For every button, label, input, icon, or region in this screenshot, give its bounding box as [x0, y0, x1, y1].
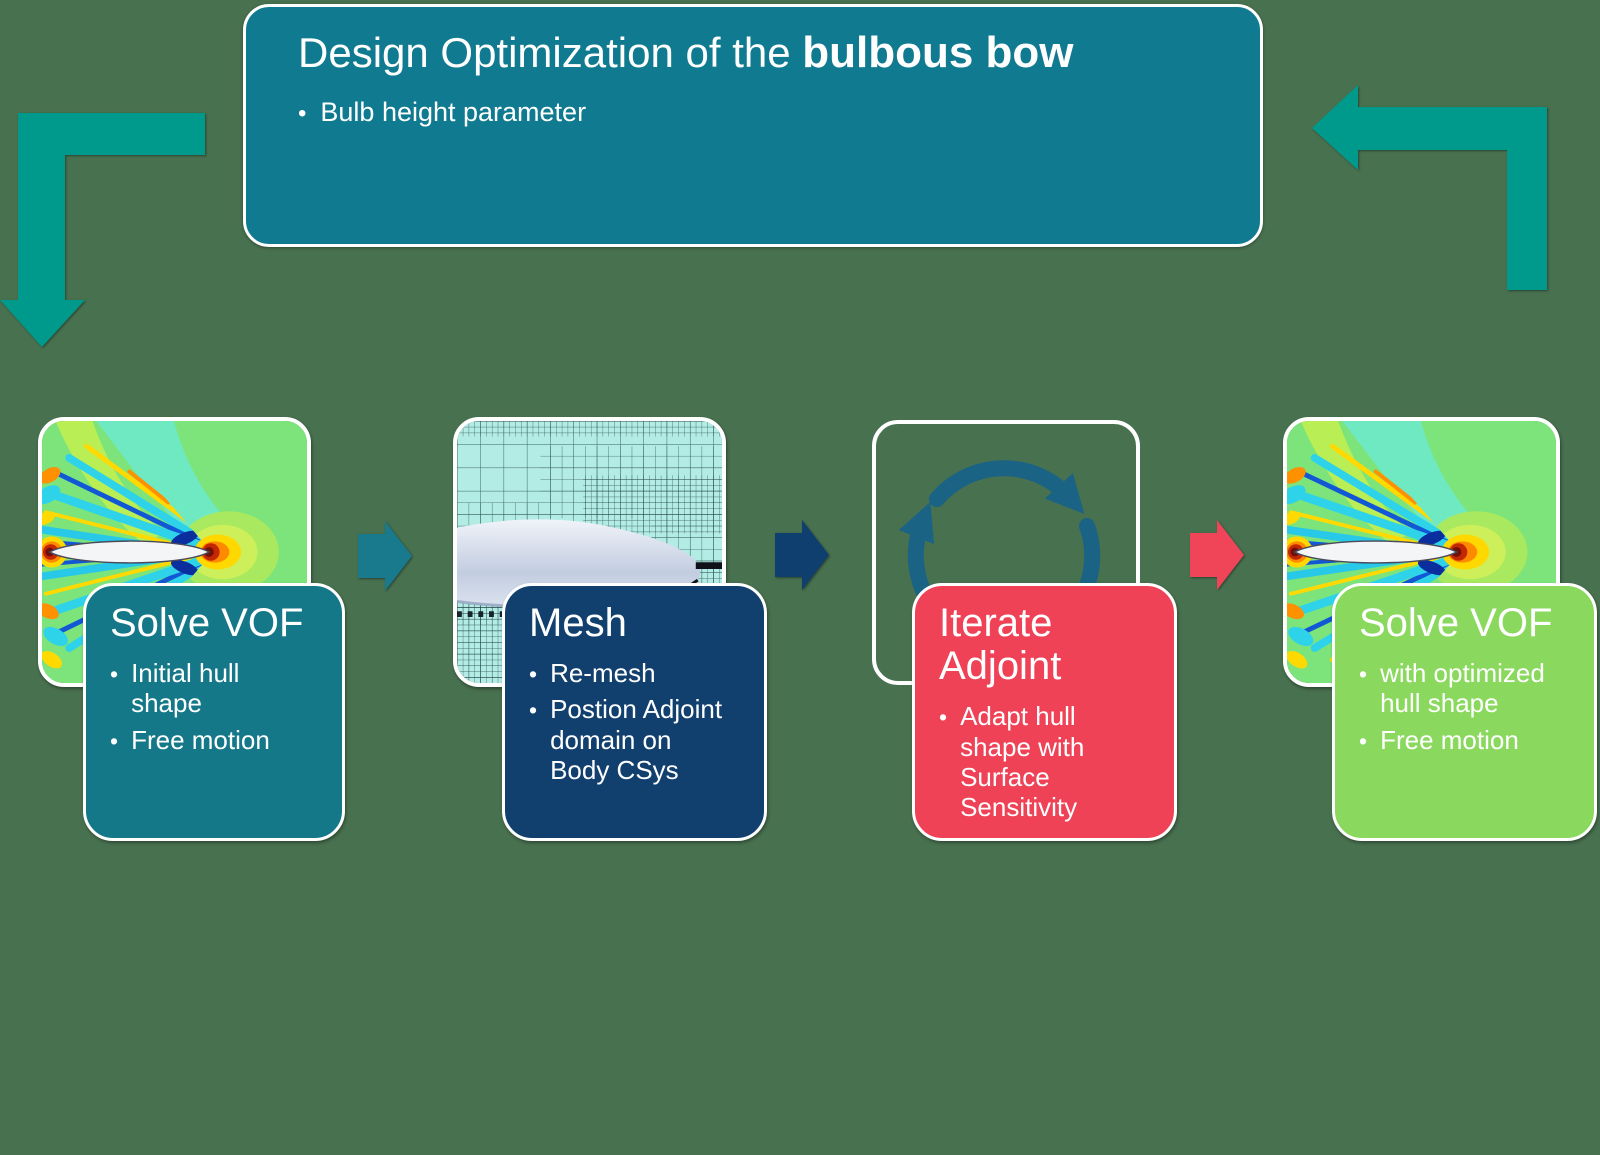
bullet-marker: • [110, 661, 119, 688]
step-bullet-text: Adapt hull shape with Surface Sensitivit… [960, 701, 1085, 822]
step-bullet: • Initial hull shape [110, 658, 326, 718]
step-title: Mesh [529, 601, 627, 645]
step-box-solve-vof: Solve VOF • Initial hull shape • Free mo… [83, 583, 345, 841]
flow-arrow-solve-to-mesh-icon [358, 521, 412, 591]
slide-title: Design Optimization of the bulbous bow [298, 28, 1230, 77]
header-box: Design Optimization of the bulbous bow •… [243, 4, 1263, 247]
bullet-marker: • [298, 100, 307, 128]
step-box-mesh: Mesh • Re-mesh • Postion Adjoint domain … [502, 583, 767, 841]
step-bullet-text: Free motion [131, 724, 270, 755]
step-bullet: • Postion Adjoint domain on Body CSys [529, 694, 748, 784]
header-bullet: • Bulb height parameter [298, 97, 1230, 128]
bullet-marker: • [529, 661, 538, 688]
step-bullet: • with optimized hull shape [1359, 658, 1578, 718]
flow-arrow-mesh-to-adjoint-icon [775, 520, 829, 590]
step-bullet: • Free motion [110, 725, 326, 755]
flow-arrow-adjoint-to-solve-icon [1190, 520, 1244, 590]
step-bullet-text: Initial hull shape [131, 658, 240, 719]
step-box-iterate-adjoint: Iterate Adjoint • Adapt hull shape with … [912, 583, 1177, 841]
bullet-marker: • [1359, 661, 1368, 688]
step-bullet-text: Postion Adjoint domain on Body CSys [550, 694, 723, 785]
step-title: Iterate Adjoint [939, 601, 1062, 689]
bullet-marker: • [939, 704, 948, 731]
bullet-marker: • [1359, 727, 1368, 754]
step-bullet: • Re-mesh [529, 658, 748, 688]
bullet-marker: • [529, 697, 538, 724]
step-bullet: • Free motion [1359, 725, 1578, 755]
step-bullet: • Adapt hull shape with Surface Sensitiv… [939, 701, 1158, 822]
step-bullet-text: Re-mesh [550, 658, 656, 689]
loop-arrow-down-icon [0, 113, 205, 347]
bullet-marker: • [110, 727, 119, 754]
step-title: Solve VOF [110, 601, 304, 645]
step-bullet-text: Free motion [1380, 724, 1519, 755]
step-bullet-text: with optimized hull shape [1380, 658, 1545, 719]
step-box-solve-vof-optimized: Solve VOF • with optimized hull shape • … [1332, 583, 1597, 841]
header-bullet-text: Bulb height parameter [320, 97, 587, 128]
slide-title-emphasis: bulbous bow [802, 28, 1074, 77]
loop-arrow-return-icon [1312, 85, 1547, 290]
step-title: Solve VOF [1359, 601, 1553, 645]
slide-title-regular: Design Optimization of the [298, 29, 803, 76]
